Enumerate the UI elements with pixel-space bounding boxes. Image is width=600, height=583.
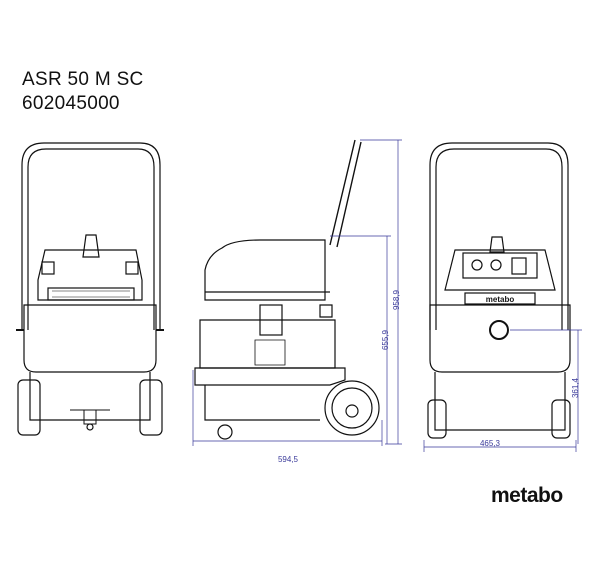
dim-height-body: 655,9 xyxy=(381,329,390,350)
back-view xyxy=(427,142,571,439)
article-number: 602045000 xyxy=(22,93,120,114)
dim-width-side: 594,5 xyxy=(278,455,299,464)
brand-logo: metabo xyxy=(491,484,563,507)
side-view xyxy=(194,139,380,440)
dim-height-inlet: 361,4 xyxy=(571,377,580,398)
dimension-lines xyxy=(192,139,582,452)
model-name: ASR 50 M SC xyxy=(22,69,144,90)
dim-height-total: 958,9 xyxy=(392,289,401,310)
dim-width-back: 465,3 xyxy=(480,439,501,448)
rear-panel-logo: metabo xyxy=(486,295,515,304)
front-view xyxy=(16,142,164,436)
